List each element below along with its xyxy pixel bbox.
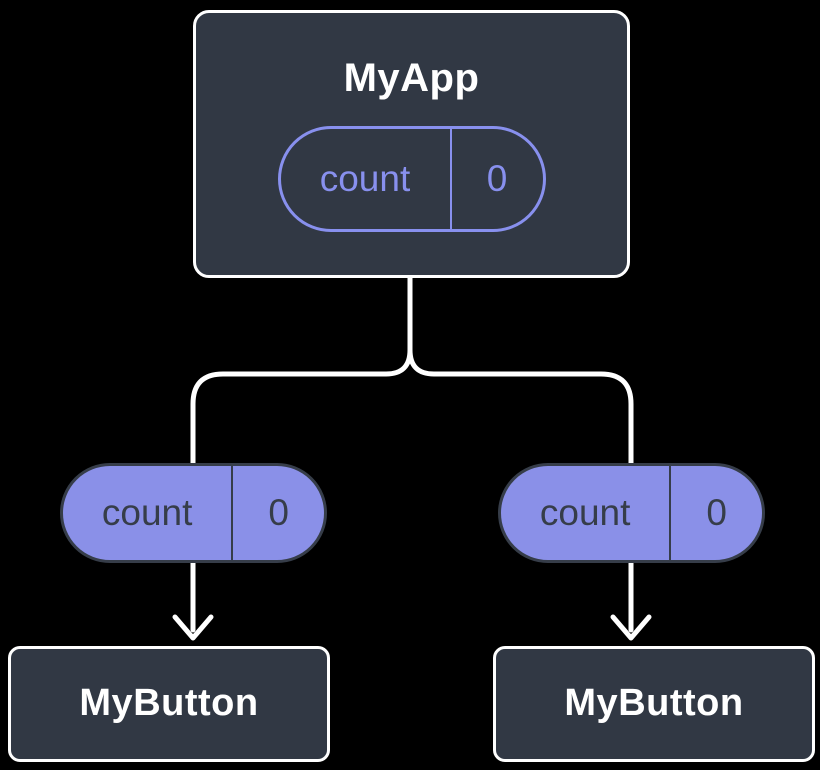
root-component-card: MyApp count 0: [193, 10, 630, 278]
prop-pill-right: count 0: [498, 463, 765, 563]
prop-name: count: [101, 492, 193, 533]
prop-pill-left: count 0: [60, 463, 327, 563]
pill-divider: [449, 129, 452, 229]
child-component-title: MyButton: [564, 682, 744, 725]
state-value: 0: [486, 158, 508, 199]
arrow-right-head: [610, 614, 652, 641]
root-component-title: MyApp: [343, 56, 480, 100]
branch-right-line: [407, 273, 634, 469]
root-state-pill: count 0: [277, 126, 546, 232]
child-component-title: MyButton: [79, 682, 259, 725]
child-component-card-right: MyButton: [493, 646, 815, 762]
child-component-card-left: MyButton: [8, 646, 330, 762]
arrow-left-head: [172, 614, 214, 641]
state-name: count: [319, 158, 411, 199]
prop-name: count: [539, 492, 631, 533]
prop-value: 0: [706, 492, 727, 533]
branch-left-line: [190, 273, 413, 469]
prop-value: 0: [268, 492, 289, 533]
pill-divider: [231, 466, 234, 560]
pill-divider: [669, 466, 672, 560]
